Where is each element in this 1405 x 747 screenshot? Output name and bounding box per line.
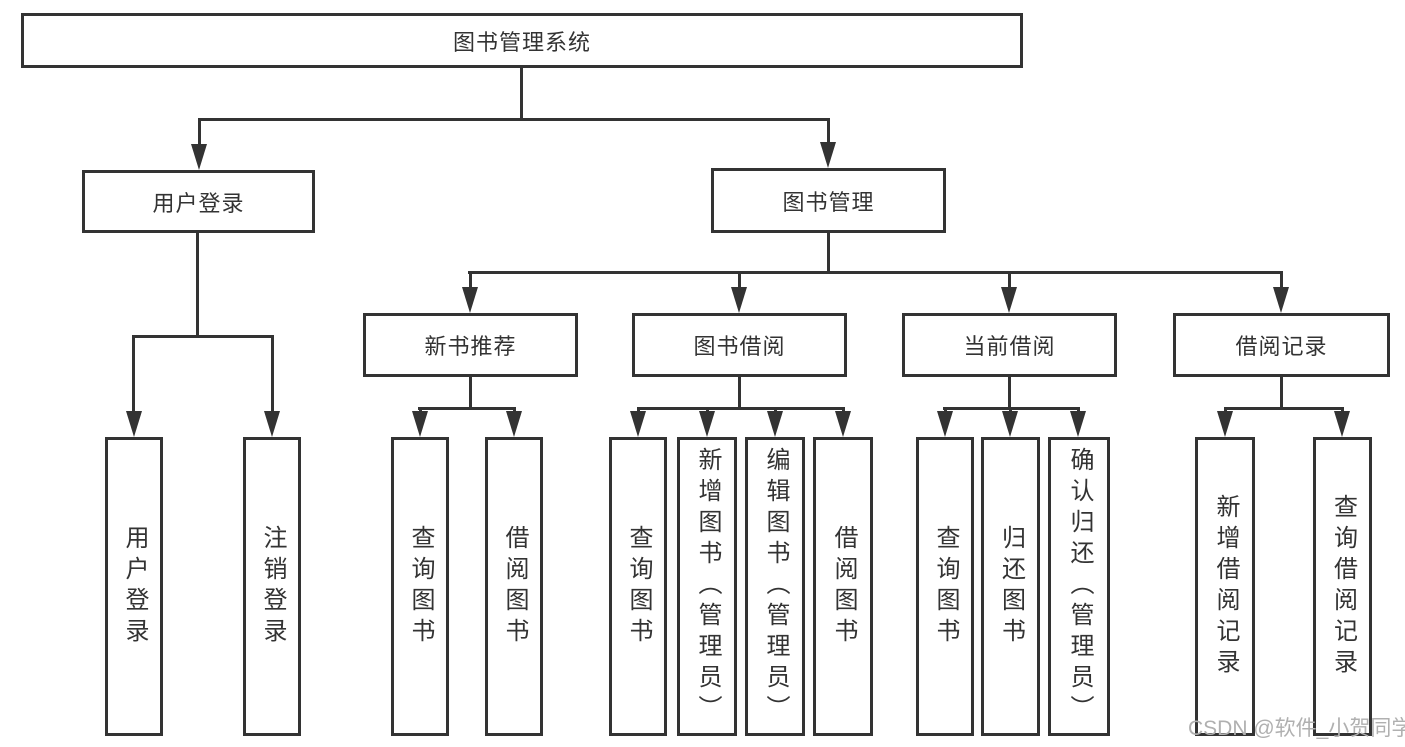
connector-book-borrow-crossbar <box>637 407 845 410</box>
leaf-user-login-label: 用户登录 <box>121 524 148 649</box>
connector-to-leaf-cb-confirm <box>1077 407 1080 413</box>
leaf-recommend-borrow-book-label: 借阅图书 <box>501 524 528 649</box>
leaf-borrow-edit-book-admin-label: 编辑图书（管理员） <box>762 447 789 726</box>
connector-book-management-stem <box>827 233 830 271</box>
connector-to-borrow-record <box>1280 271 1283 289</box>
arrowhead-down-leaf-user-login <box>126 411 142 437</box>
connector-to-leaf-br-add <box>1224 407 1227 413</box>
leaf-current-return-book: 归还图书 <box>981 437 1040 736</box>
connector-to-leaf-bb-query <box>637 407 640 413</box>
connector-root-stem <box>520 68 523 118</box>
node-book-borrow-label: 图书借阅 <box>693 334 786 359</box>
connector-to-leaf-rec-borrow <box>513 407 516 413</box>
leaf-borrow-borrow-book-label: 借阅图书 <box>830 524 857 649</box>
arrowhead-down-leaf-br-query <box>1334 411 1350 437</box>
leaf-current-query-book-label: 查询图书 <box>932 524 959 649</box>
connector-to-leaf-rec-query <box>419 407 422 413</box>
node-new-book-recommend-label: 新书推荐 <box>424 334 517 359</box>
arrowhead-down-leaf-bb-borrow <box>835 411 851 437</box>
connector-to-new-book-recommend <box>469 271 472 289</box>
arrowhead-down-new-book-recommend <box>462 287 478 313</box>
connector-book-management-crossbar <box>468 271 1282 274</box>
leaf-recommend-query-book-label: 查询图书 <box>407 524 434 649</box>
leaf-record-add-record-label: 新增借阅记录 <box>1212 493 1239 680</box>
arrowhead-down-current-borrow <box>1001 287 1017 313</box>
arrowhead-down-leaf-br-add <box>1217 411 1233 437</box>
leaf-current-confirm-return-admin: 确认归还（管理员） <box>1048 437 1110 736</box>
leaf-borrow-borrow-book: 借阅图书 <box>813 437 873 736</box>
node-current-borrow: 当前借阅 <box>902 313 1117 377</box>
connector-to-leaf-user-login <box>132 335 135 413</box>
connector-recommend-crossbar <box>418 407 516 410</box>
arrowhead-down-leaf-cb-return <box>1002 411 1018 437</box>
connector-to-leaf-bb-borrow <box>842 407 845 413</box>
node-book-borrow: 图书借阅 <box>632 313 847 377</box>
leaf-borrow-add-book-admin: 新增图书（管理员） <box>677 437 737 736</box>
leaf-current-return-book-label: 归还图书 <box>997 524 1025 649</box>
node-new-book-recommend: 新书推荐 <box>363 313 578 377</box>
node-borrow-record: 借阅记录 <box>1173 313 1390 377</box>
leaf-borrow-query-book: 查询图书 <box>609 437 667 736</box>
node-current-borrow-label: 当前借阅 <box>963 334 1056 359</box>
connector-to-leaf-logout <box>271 335 274 413</box>
leaf-borrow-add-book-admin-label: 新增图书（管理员） <box>694 447 721 726</box>
leaf-borrow-edit-book-admin: 编辑图书（管理员） <box>745 437 805 736</box>
leaf-current-confirm-return-admin-label: 确认归还（管理员） <box>1066 447 1093 726</box>
arrowhead-down-book-borrow <box>731 287 747 313</box>
arrowhead-down-leaf-logout <box>264 411 280 437</box>
connector-to-leaf-cb-return <box>1009 407 1012 413</box>
arrowhead-down-leaf-rec-borrow <box>506 411 522 437</box>
connector-root-to-user-login <box>198 118 201 146</box>
connector-user-login-crossbar <box>132 335 274 338</box>
leaf-record-query-record-label: 查询借阅记录 <box>1329 493 1357 680</box>
connector-root-crossbar <box>198 118 830 121</box>
leaf-record-add-record: 新增借阅记录 <box>1195 437 1255 736</box>
connector-current-borrow-stem <box>1008 377 1011 407</box>
connector-to-leaf-cb-query <box>944 407 947 413</box>
node-borrow-record-label: 借阅记录 <box>1235 334 1328 359</box>
leaf-logout-label: 注销登录 <box>259 524 286 649</box>
connector-borrow-record-stem <box>1280 377 1283 407</box>
node-root: 图书管理系统 <box>21 13 1023 68</box>
arrowhead-down-leaf-bb-add <box>699 411 715 437</box>
connector-user-login-stem <box>196 233 199 335</box>
arrowhead-down-leaf-bb-edit <box>767 411 783 437</box>
node-root-label: 图书管理系统 <box>452 29 591 55</box>
connector-to-leaf-bb-add <box>706 407 709 413</box>
connector-to-book-borrow <box>738 271 741 289</box>
leaf-recommend-borrow-book: 借阅图书 <box>485 437 543 736</box>
leaf-record-query-record: 查询借阅记录 <box>1313 437 1372 736</box>
arrowhead-down-leaf-cb-confirm <box>1070 411 1086 437</box>
node-user-login: 用户登录 <box>82 170 315 233</box>
csdn-watermark: CSDN @软件_小贺同学 <box>1188 717 1405 740</box>
leaf-current-query-book: 查询图书 <box>916 437 974 736</box>
leaf-user-login: 用户登录 <box>105 437 163 736</box>
connector-recommend-stem <box>469 377 472 407</box>
connector-to-leaf-bb-edit <box>774 407 777 413</box>
connector-book-borrow-stem <box>738 377 741 407</box>
node-user-login-label: 用户登录 <box>152 190 245 216</box>
arrowhead-down-book-management <box>820 142 836 168</box>
arrowhead-down-leaf-rec-query <box>412 411 428 437</box>
arrowhead-down-leaf-bb-query <box>630 411 646 437</box>
leaf-borrow-query-book-label: 查询图书 <box>625 524 652 649</box>
connector-borrow-record-crossbar <box>1224 407 1344 410</box>
arrowhead-down-borrow-record <box>1273 287 1289 313</box>
node-book-management: 图书管理 <box>711 168 946 233</box>
connector-root-to-book-management <box>827 118 830 144</box>
connector-to-current-borrow <box>1008 271 1011 289</box>
node-book-management-label: 图书管理 <box>782 189 875 215</box>
connector-to-leaf-br-query <box>1341 407 1344 413</box>
arrowhead-down-leaf-cb-query <box>937 411 953 437</box>
arrowhead-down-user-login <box>191 144 207 170</box>
leaf-logout: 注销登录 <box>243 437 301 736</box>
leaf-recommend-query-book: 查询图书 <box>391 437 449 736</box>
